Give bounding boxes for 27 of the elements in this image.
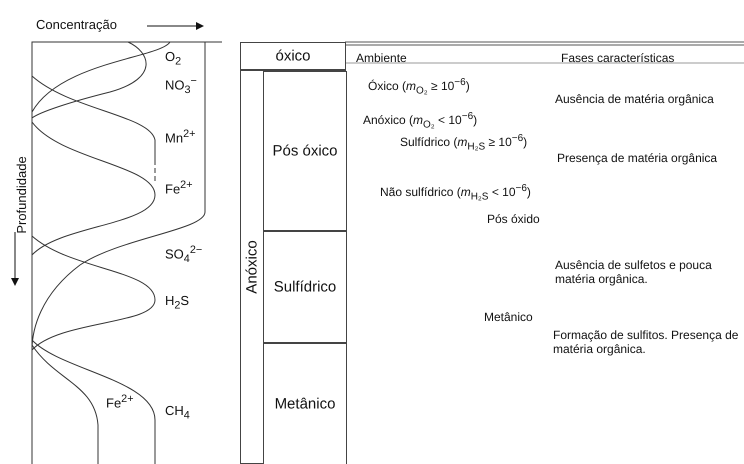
environment-label: Não sulfídrico (m$_{H₂S}$ < 10$^{−6}$)	[380, 182, 531, 204]
environment-label: Anóxico (m$_{O₂}$ < 10$^{−6}$)	[363, 110, 478, 132]
zone-box	[263, 343, 347, 464]
phase-description: Ausência de matéria orgânica	[555, 92, 714, 106]
zone-label: Anóxico	[244, 240, 260, 294]
environment-label: Pós óxido	[487, 212, 540, 226]
column-header: Fases características	[561, 51, 674, 65]
phase-description: Formação de sulfitos. Presença de matéria orgânica.	[553, 328, 740, 356]
species-label: Mn$^{2+}$	[165, 127, 196, 146]
species-label: Fe$^{2+}$	[165, 178, 193, 196]
axis-label: Profundidade	[15, 155, 29, 236]
zone-label: óxico	[275, 48, 311, 64]
environment-label: Sulfídrico (m$_{H₂S}$ ≥ 10$^{−6}$)	[400, 132, 528, 154]
zone-box	[240, 42, 346, 70]
zone-label: Pós óxico	[272, 142, 338, 160]
zone-box	[263, 231, 347, 343]
column-header: Ambiente	[356, 51, 407, 65]
species-label: Fe$^{2+}$	[106, 392, 134, 410]
phase-description: Presença de matéria orgânica	[557, 151, 718, 165]
environment-label: Metânico	[484, 310, 533, 324]
axis-label: Concentração	[36, 18, 117, 32]
zone-box	[240, 70, 346, 464]
zone-box	[263, 71, 347, 231]
zone-label: Sulfídrico	[274, 278, 336, 296]
environment-label: Óxico (m$_{O₂}$ ≥ 10$^{−6}$)	[368, 76, 470, 98]
phase-description: Ausência de sulfetos e pouca matéria orgânica.	[555, 258, 713, 286]
zone-label: Metânico	[274, 396, 336, 412]
